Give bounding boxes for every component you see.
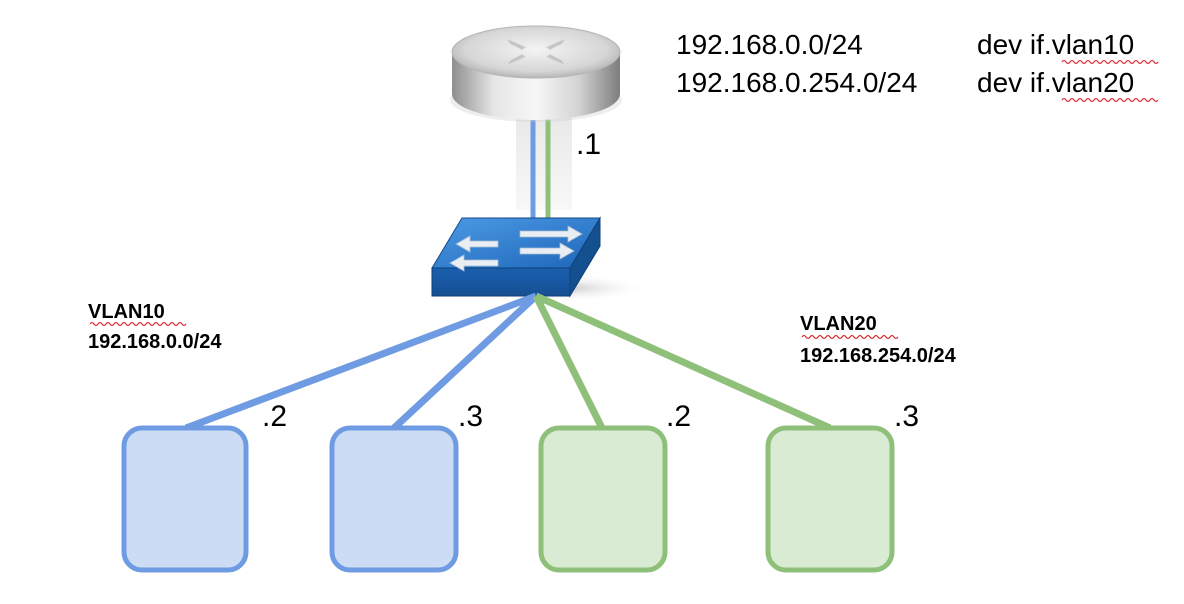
router-address-label: .1 [576,128,601,161]
vlan20-name: VLAN20 [800,313,877,335]
vlan20-link-host-2 [532,294,606,430]
routing-table: 192.168.0.0/24 dev if.vlan10 192.168.0.2… [676,29,1159,103]
vlan20-host-2-label: .2 [666,400,691,433]
vlan10-host-3-label: .3 [458,400,483,433]
vlan20-link-host-3 [534,292,832,432]
vlan10-link-host-3 [391,293,539,431]
switch-icon [431,216,650,302]
vlan20-subnet: 192.168.254.0/24 [800,345,957,367]
switch-arrows-icon [449,225,583,272]
vlan20-host-2 [538,425,668,573]
vlan10-subnet: 192.168.0.0/24 [88,331,222,353]
vlan10-name: VLAN10 [88,301,165,323]
route-network-1: 192.168.0.0/24 [676,29,863,60]
vlan10-host-2-label: .2 [262,400,287,433]
route-device-1: dev if.vlan10 [977,29,1134,60]
router-icon [450,25,622,122]
trunk-link [516,100,572,232]
spellcheck-underline-icon [89,321,187,327]
vlan20-host-3 [765,425,895,573]
route-network-2: 192.168.0.254.0/24 [676,67,917,98]
vlan10-host-3 [329,425,459,573]
vlan10-host-2 [121,425,249,573]
route-device-2: dev if.vlan20 [977,67,1134,98]
spellcheck-underline-icon [1061,59,1159,65]
vlan10-label: VLAN10 192.168.0.0/24 [88,301,222,353]
access-links [184,292,832,432]
spellcheck-underline-icon [1061,97,1159,103]
vlan10-link-host-2 [184,292,538,432]
spellcheck-underline-icon [801,334,899,340]
vlan20-host-3-label: .3 [894,400,919,433]
vlan20-label: VLAN20 192.168.254.0/24 [800,313,957,367]
